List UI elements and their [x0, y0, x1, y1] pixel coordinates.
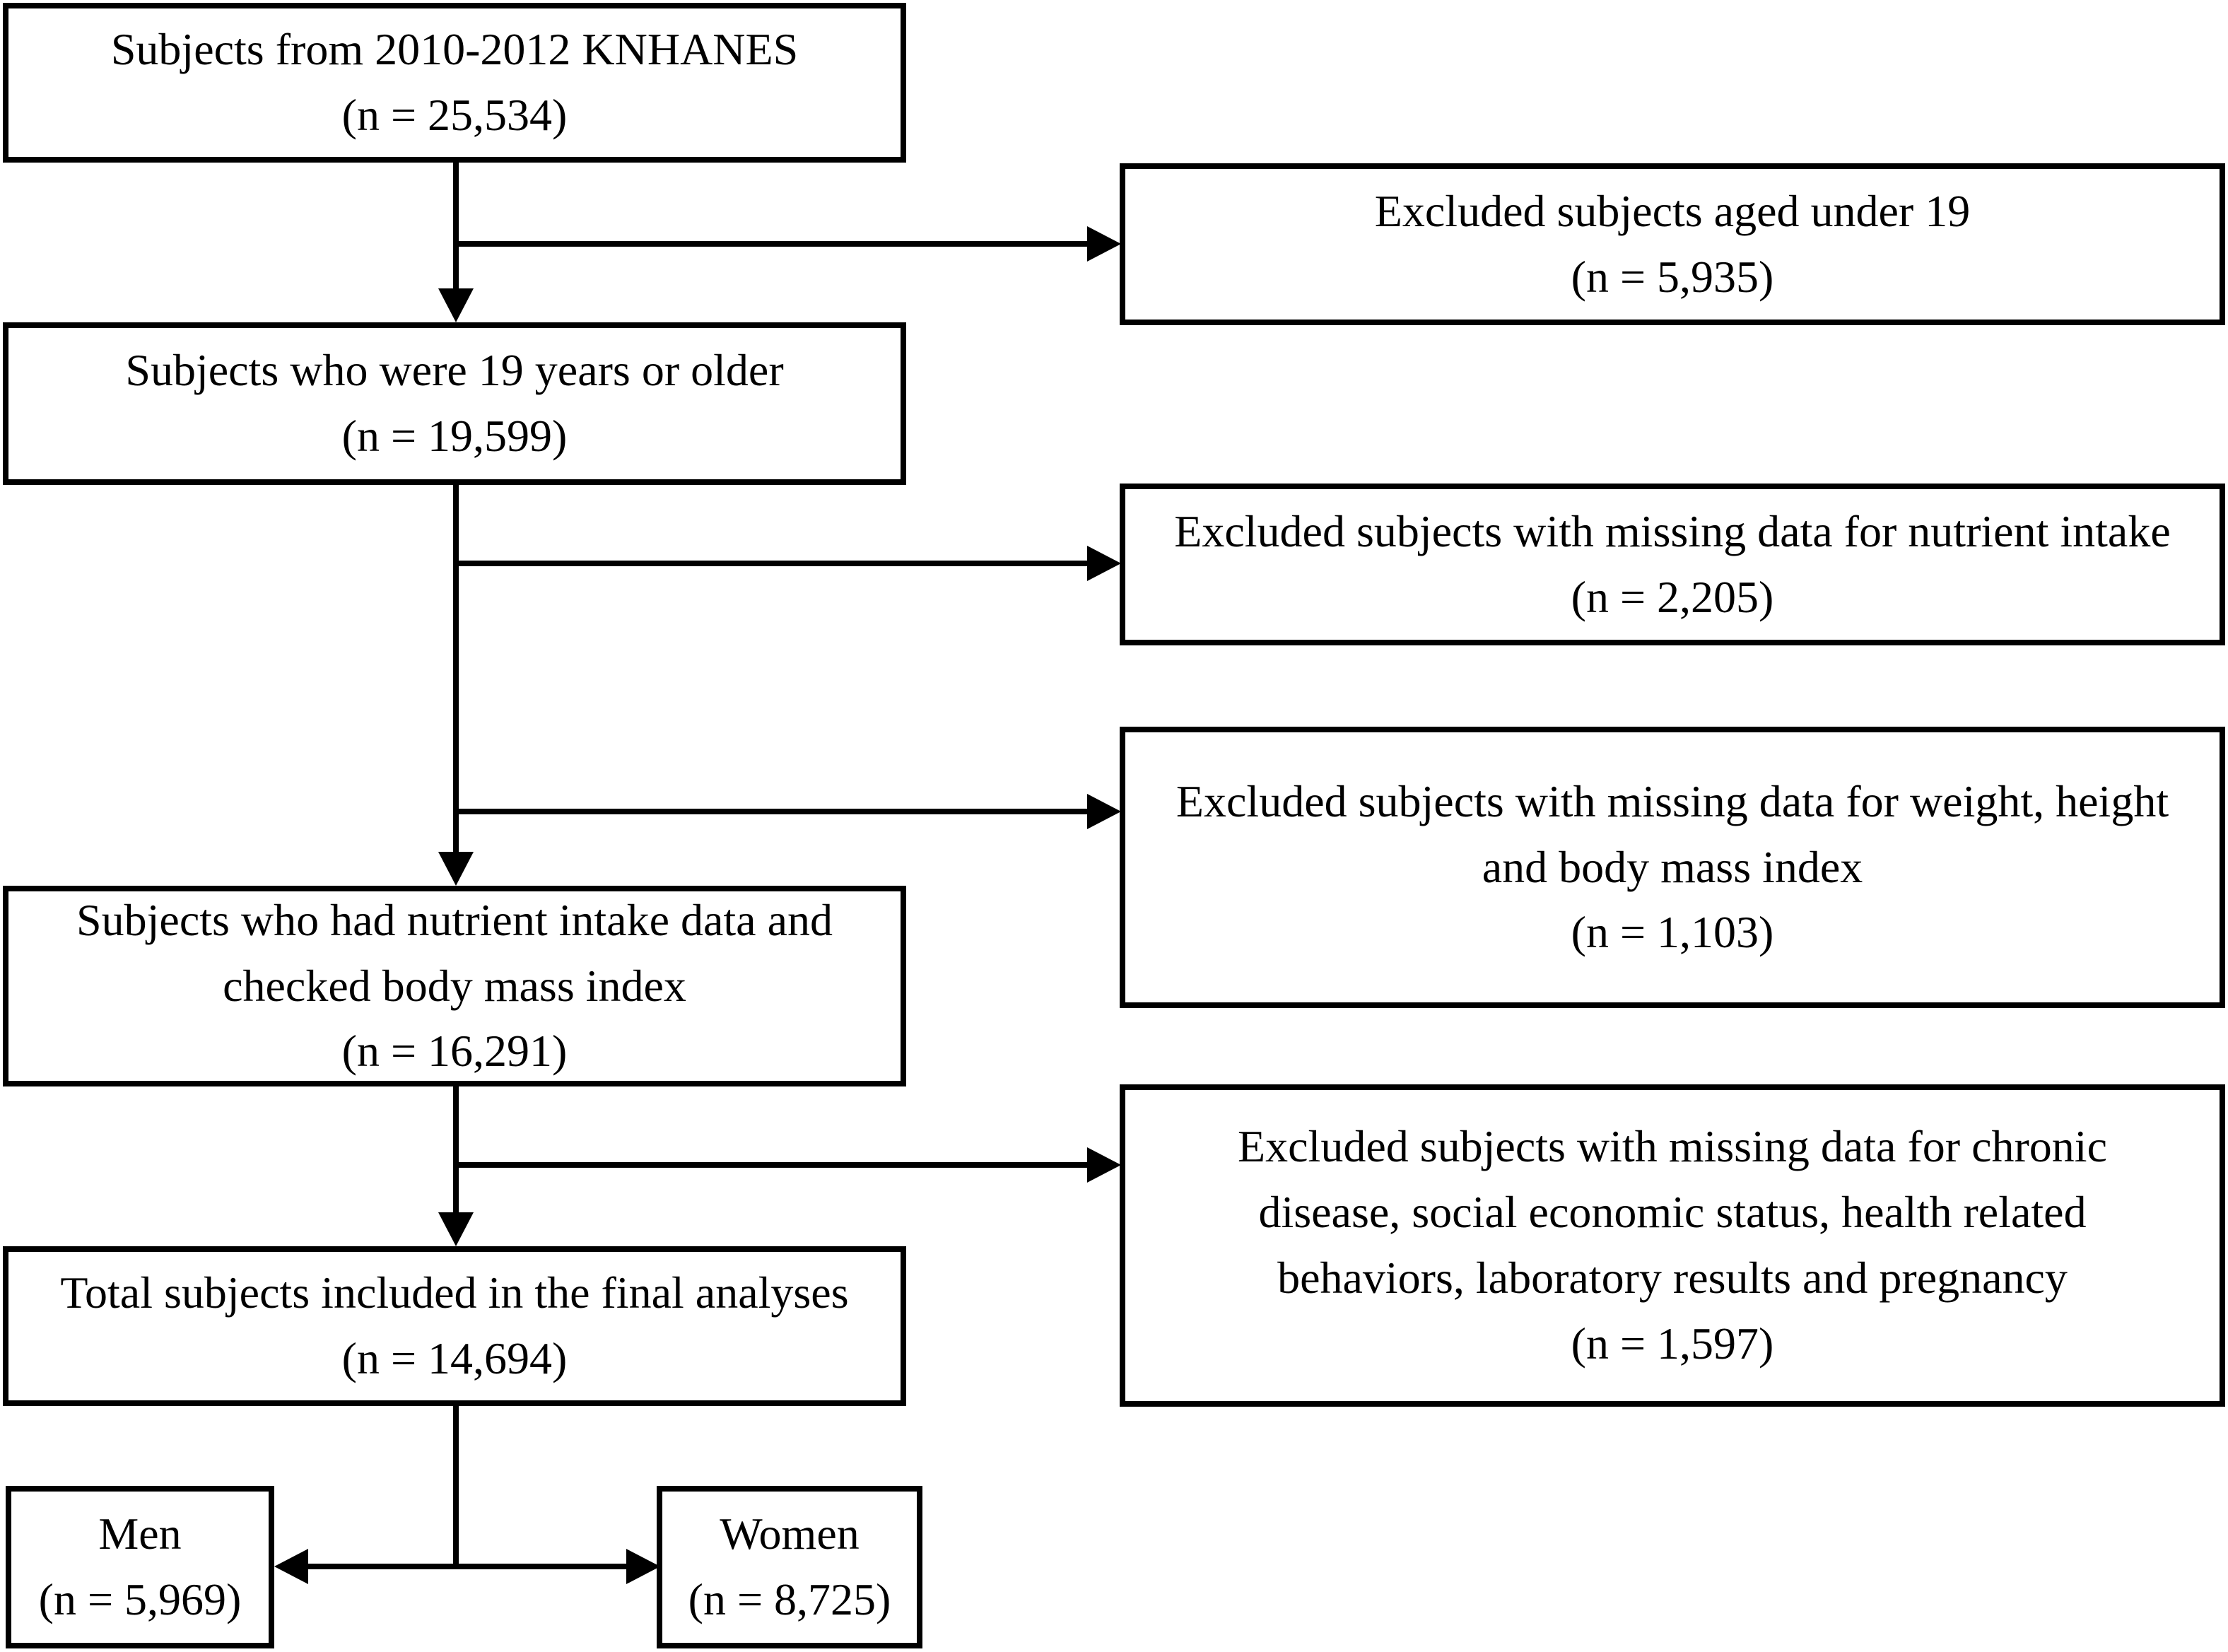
node-women-text: Women (n = 8,725) — [688, 1509, 891, 1624]
arrowhead-right-into-excluded-nutrient-icon — [1087, 546, 1121, 581]
arrowhead-right-into-excluded-chronic-icon — [1087, 1147, 1121, 1183]
node-excluded-missing-nutrient-intake: Excluded subjects with missing data for … — [1120, 484, 2225, 645]
arrowhead-down-into-age19-icon — [438, 288, 474, 322]
connector-age19-to-nutrient-bmi-line — [453, 484, 459, 856]
connector-branch-to-excluded-chronic-line — [456, 1162, 1090, 1168]
arrowhead-right-into-women-icon — [626, 1549, 660, 1584]
node-excluded-missing-nutrient-intake-text: Excluded subjects with missing data for … — [1174, 505, 2171, 622]
connector-total-to-men-women-line — [453, 1405, 459, 1569]
node-women: Women (n = 8,725) — [657, 1486, 922, 1648]
arrowhead-down-into-nutrient-bmi-icon — [438, 852, 474, 886]
node-age-19-or-older-text: Subjects who were 19 years or older (n =… — [125, 345, 784, 461]
connector-branch-to-excluded-weight-line — [456, 809, 1090, 814]
connector-branch-to-excluded-under19-line — [456, 241, 1090, 247]
node-knhanes-subjects: Subjects from 2010-2012 KNHANES (n = 25,… — [3, 3, 906, 163]
node-excluded-missing-weight-height-bmi: Excluded subjects with missing data for … — [1120, 727, 2225, 1008]
node-age-19-or-older: Subjects who were 19 years or older (n =… — [3, 322, 906, 485]
node-nutrient-intake-and-bmi: Subjects who had nutrient intake data an… — [3, 886, 906, 1086]
connector-branch-to-excluded-nutrient-line — [456, 561, 1090, 566]
connector-men-women-double-arrow-line — [305, 1564, 626, 1569]
node-excluded-under-19: Excluded subjects aged under 19 (n = 5,9… — [1120, 163, 2225, 325]
node-men: Men (n = 5,969) — [6, 1486, 274, 1648]
node-knhanes-subjects-text: Subjects from 2010-2012 KNHANES (n = 25,… — [110, 24, 799, 140]
arrowhead-down-into-total-icon — [438, 1212, 474, 1246]
arrowhead-right-into-excluded-under19-icon — [1087, 226, 1121, 262]
node-total-final-analyses: Total subjects included in the final ana… — [3, 1246, 906, 1406]
connector-nutrient-bmi-to-total-line — [453, 1086, 459, 1217]
node-total-final-analyses-text: Total subjects included in the final ana… — [60, 1267, 849, 1383]
connector-knhanes-to-age19-line — [453, 162, 459, 293]
node-excluded-missing-chronic-ses-behaviors-text: Excluded subjects with missing data for … — [1238, 1121, 2107, 1369]
arrowhead-left-into-men-icon — [274, 1549, 308, 1584]
node-excluded-missing-weight-height-bmi-text: Excluded subjects with missing data for … — [1175, 775, 2169, 958]
node-nutrient-intake-and-bmi-text: Subjects who had nutrient intake data an… — [76, 894, 833, 1077]
node-excluded-under-19-text: Excluded subjects aged under 19 (n = 5,9… — [1374, 185, 1971, 302]
node-men-text: Men (n = 5,969) — [38, 1509, 242, 1624]
node-excluded-missing-chronic-ses-behaviors: Excluded subjects with missing data for … — [1120, 1084, 2225, 1407]
arrowhead-right-into-excluded-weight-icon — [1087, 794, 1121, 829]
